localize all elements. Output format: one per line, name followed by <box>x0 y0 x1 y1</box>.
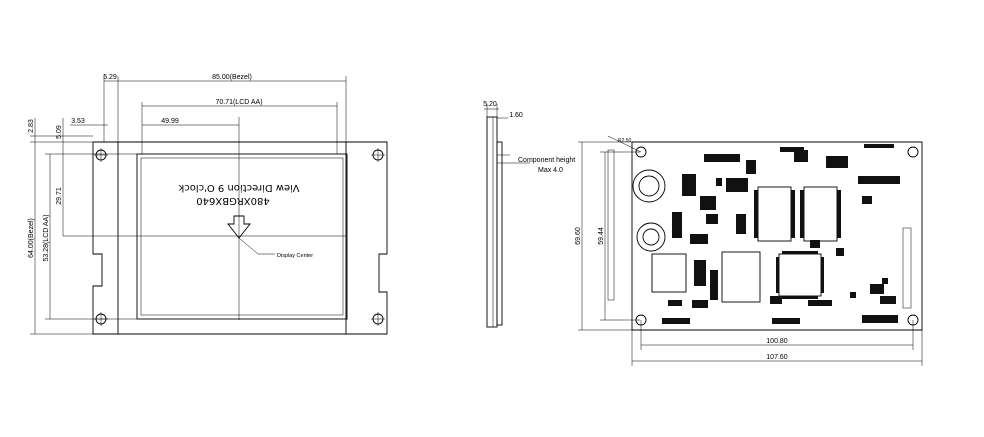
dim-69-60: 69.60 <box>575 227 582 245</box>
lcd-viewing-area <box>140 157 344 316</box>
dim-29-71: 29.71 <box>56 187 63 205</box>
processor-chip <box>778 253 822 297</box>
memory-chip <box>803 186 838 242</box>
dim-5-29: 5.29 <box>103 74 117 81</box>
card-slot <box>651 253 687 293</box>
view-direction-text: View Direction 9 O'clock <box>178 182 299 193</box>
pcb-edge-tab <box>607 149 615 301</box>
component-height-label: Component height <box>518 157 575 164</box>
display-model-text: 480XRGBX640 <box>196 195 269 206</box>
dim-100-80: 100.80 <box>766 338 788 345</box>
bezel-outline <box>92 141 388 335</box>
corner-dim: R2.50 <box>618 138 632 144</box>
memory-chip <box>757 186 792 242</box>
dim-107-60: 107.60 <box>766 354 788 361</box>
side-panel-profile <box>496 141 503 326</box>
front-view: Display Center View Direction 9 O'clock … <box>28 74 388 335</box>
side-pcb-profile <box>486 116 498 328</box>
dim-1-60: 1.60 <box>509 112 523 119</box>
battery-holder <box>636 222 666 252</box>
dim-2-83: 2.83 <box>28 119 35 133</box>
lcd-active-area <box>136 153 348 320</box>
battery-holder <box>632 169 666 203</box>
dim-bezel-height: 64.00(Bezel) <box>28 218 35 258</box>
pcb-slot <box>902 227 912 309</box>
mounting-hole <box>94 148 385 326</box>
bezel-window <box>117 141 347 335</box>
display-center-arrow <box>227 215 251 239</box>
side-view: 5.20 1.60 Component height Max 4.0 <box>483 101 575 328</box>
dim-lcd-aa-width: 70.71(LCD AA) <box>215 99 262 106</box>
dim-5-09: 5.09 <box>56 125 63 139</box>
dim-bezel-width: 85.00(Bezel) <box>212 74 252 81</box>
dim-59-44: 59.44 <box>598 227 605 245</box>
display-center-label: Display Center <box>277 253 313 259</box>
connector <box>662 144 900 324</box>
dim-lcd-aa-height: 53.28(LCD AA) <box>43 214 50 261</box>
dim-3-53: 3.53 <box>71 118 85 125</box>
flash-chip <box>721 251 761 303</box>
dim-5-20: 5.20 <box>483 101 497 108</box>
display-center-leader <box>238 237 259 255</box>
back-view: R2.50 <box>575 135 923 366</box>
smd-components <box>668 150 896 308</box>
component-height-max: Max 4.0 <box>538 167 563 174</box>
dim-49-99: 49.99 <box>161 118 179 125</box>
